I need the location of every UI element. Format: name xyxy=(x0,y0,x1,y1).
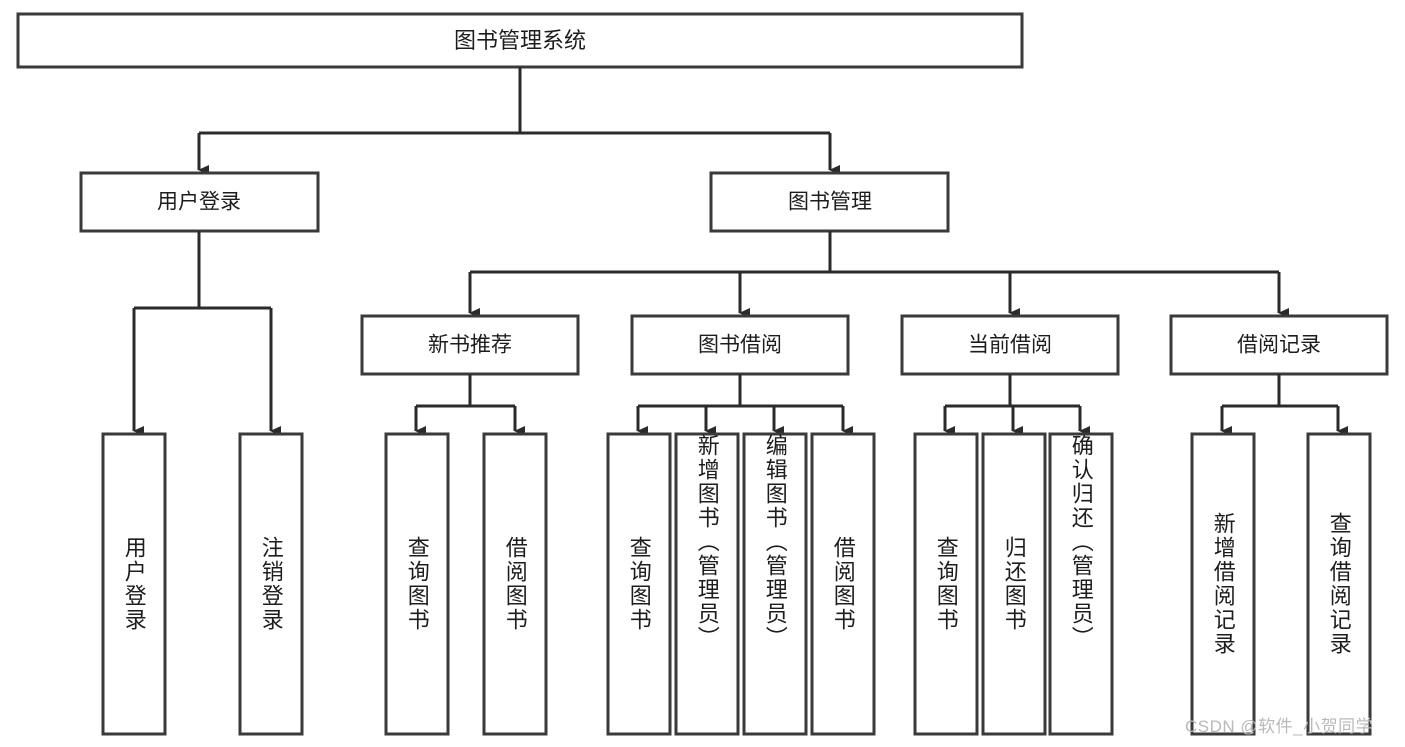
watermark-text: CSDN @软件_小贺同学 xyxy=(1185,717,1374,736)
node-root[interactable]: 图书管理系统 xyxy=(16,12,1024,69)
borrow-records-label: 借阅记录 xyxy=(1237,334,1321,357)
leaf-box-query-book-nb[interactable] xyxy=(384,432,450,736)
leaf-box-query-borrow-record[interactable] xyxy=(1306,432,1372,736)
node-user-login[interactable]: 用户登录 xyxy=(79,171,320,233)
node-borrow-records[interactable]: 借阅记录 xyxy=(1169,314,1389,376)
book-borrow-box xyxy=(630,314,850,376)
leaf-box-return-book[interactable] xyxy=(981,432,1047,736)
root-label: 图书管理系统 xyxy=(454,28,586,53)
leaf-box-user-login[interactable] xyxy=(101,432,167,736)
leaf-box-query-book-cb[interactable] xyxy=(913,432,979,736)
user-login-label: 用户登录 xyxy=(157,191,241,214)
root-box xyxy=(16,12,1024,69)
leaf-box-add-borrow-record[interactable] xyxy=(1190,432,1256,736)
new-book-recommend-label: 新书推荐 xyxy=(428,334,512,357)
book-management-box xyxy=(709,171,950,233)
leaf-box-borrow-book-bb[interactable] xyxy=(810,432,876,736)
current-borrow-label: 当前借阅 xyxy=(968,334,1052,357)
leaf-box-query-book-bb[interactable] xyxy=(606,432,672,736)
book-management-label: 图书管理 xyxy=(788,191,872,214)
node-book-borrow[interactable]: 图书借阅 xyxy=(630,314,850,376)
book-borrow-label: 图书借阅 xyxy=(698,334,782,357)
leaf-box-logout[interactable] xyxy=(238,432,304,736)
new-book-recommend-box xyxy=(360,314,580,376)
node-current-borrow[interactable]: 当前借阅 xyxy=(900,314,1120,376)
leaf-box-borrow-book-nb[interactable] xyxy=(482,432,548,736)
node-new-book-recommend[interactable]: 新书推荐 xyxy=(360,314,580,376)
leaf-box-confirm-return-admin[interactable] xyxy=(1048,432,1114,736)
leaf-box-edit-book-admin[interactable] xyxy=(742,432,808,736)
leaf-box-add-book-admin[interactable] xyxy=(674,432,740,736)
node-book-management[interactable]: 图书管理 xyxy=(709,171,950,233)
borrow-records-box xyxy=(1169,314,1389,376)
current-borrow-box xyxy=(900,314,1120,376)
